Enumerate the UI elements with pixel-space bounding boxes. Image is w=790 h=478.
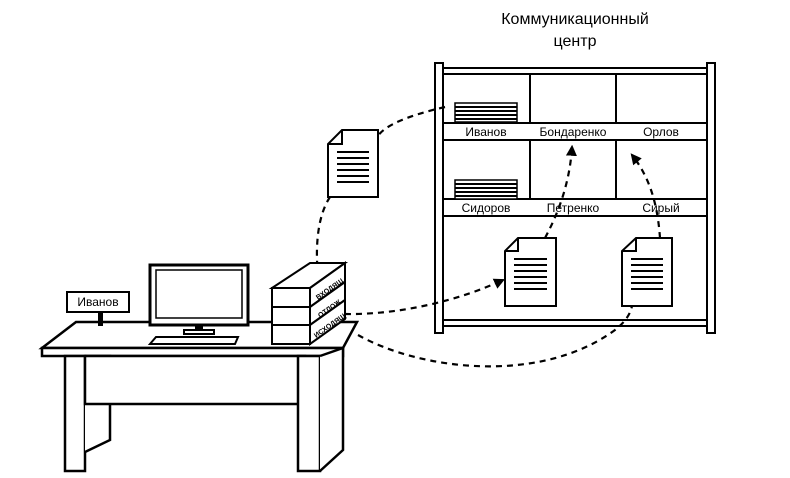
tray-stack — [268, 261, 349, 346]
shelf-top-bar — [442, 67, 708, 75]
flow-arrow-mailbox-to-document — [377, 105, 446, 137]
mailbox-label-ivanov: Иванов — [465, 125, 506, 139]
monitor — [148, 263, 250, 335]
center-title-line1: Коммуникационный — [501, 11, 649, 28]
mailbox-label-orlov: Орлов — [643, 125, 679, 139]
nameplate-label: Иванов — [77, 295, 118, 309]
mailbox-label-sidorov: Сидоров — [462, 201, 511, 215]
mailbox-label-bondarenko: Бондаренко — [540, 125, 607, 139]
flow-arrow-outbox-to-document2 — [344, 278, 505, 316]
shelving-unit — [434, 62, 716, 334]
document-icon-1 — [327, 129, 379, 198]
flow-arrow-document3-to-orlov — [630, 153, 662, 239]
flow-arrow-outbox-to-document3 — [357, 305, 634, 368]
document-icon-3 — [621, 237, 673, 307]
shelf-bottom-bar — [442, 319, 708, 327]
paper-stack-ivanov — [454, 102, 518, 123]
mailbox-label-siryi: Сирый — [642, 201, 679, 215]
center-title-line2: центр — [554, 33, 597, 50]
document-icon-2 — [504, 237, 557, 307]
shelf-left-post — [434, 62, 444, 334]
shelf-right-post — [706, 62, 716, 334]
mailbox-label-petrenko: Петренко — [547, 201, 600, 215]
paper-stack-sidorov — [454, 179, 518, 200]
nameplate — [66, 291, 130, 326]
shelf-board-2 — [442, 198, 708, 217]
shelf-board-1 — [442, 122, 708, 141]
keyboard — [147, 336, 240, 345]
flow-arrow-document2-to-bondarenko — [544, 144, 577, 239]
